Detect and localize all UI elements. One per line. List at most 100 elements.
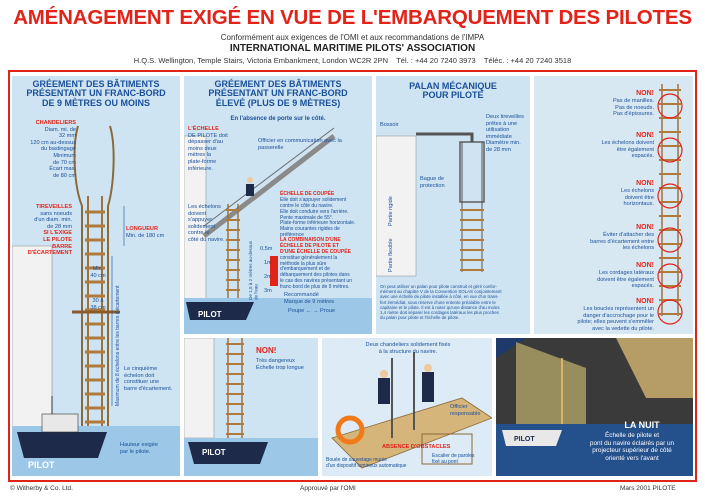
- note-line: Échelle de pilote et: [604, 432, 659, 439]
- note-line: Elle doit conduire vers l'arrière.: [280, 208, 349, 215]
- telephone: Tél. : +44 20 7240 3973: [396, 56, 476, 65]
- no-label: NON!: [636, 224, 654, 231]
- davit-label: Bossoir: [380, 122, 399, 128]
- note-line: Diam. mi. de: [44, 126, 76, 133]
- note-line: Plate-forme inférieure horizontale.: [280, 220, 356, 227]
- heading-line: GRÉEMENT DES BÂTIMENTS: [214, 79, 342, 89]
- note-line: TIREVEILLES: [35, 204, 72, 210]
- accommodation-ladder-note: ÉCHELLE DE COUPÉE Elle doit s'appuyer so…: [280, 191, 370, 239]
- note-line: s'appuyer: [188, 217, 213, 224]
- longueur-note: LONGUEUR Min. de 180 cm: [126, 226, 180, 239]
- note-line: Écart max.: [49, 166, 76, 173]
- note-line: mément au chapitre V de la Convention SO…: [380, 289, 502, 295]
- note-line: dépasser d'au: [188, 139, 223, 146]
- note-line: pilote; elles peuvent s'emmêler: [577, 319, 654, 326]
- fax: Téléc. : +44 20 7240 3518: [483, 56, 572, 65]
- note-line: horizontaux.: [623, 201, 654, 208]
- note-line: Les échelons doivent: [601, 140, 654, 147]
- note-line: Officier: [450, 404, 468, 410]
- note-line: Pente maximale de 55°.: [280, 214, 334, 221]
- heading-line: PALAN MÉCANIQUE: [409, 81, 497, 91]
- poster-frame: [8, 70, 697, 482]
- note-line: Recommandé: [284, 292, 319, 298]
- heading-line: DE 9 MÈTRES OU MOINS: [41, 97, 150, 108]
- too-long-note: Très dangereux Échelle trop longue: [256, 358, 316, 371]
- organisation-name: INTERNATIONAL MARITIME PILOTS' ASSOCIATI…: [229, 43, 476, 54]
- panel-night: LA NUIT Échelle de pilote et pont du nav…: [496, 338, 693, 476]
- note-line: Minimum: [53, 152, 76, 159]
- flexible-section-label: Partie flexible: [388, 238, 394, 272]
- note-line: CHANDELIERS: [35, 120, 76, 126]
- night-scene-icon: [496, 338, 693, 476]
- panel-2-heading: GRÉEMENT DES BÂTIMENTS PRÉSENTANT UN FRA…: [184, 79, 372, 108]
- note-line: constituer une: [124, 379, 160, 386]
- note-line: 120 cm au-dessus: [30, 139, 76, 146]
- no-label: NON!: [256, 346, 277, 355]
- tireveilles-note: TIREVEILLES sans noeuds d'un diam. min. …: [16, 204, 72, 257]
- note-line: les échelons: [622, 245, 654, 252]
- recommended-note: Recommandé Marque de 9 mètres: [284, 292, 364, 305]
- stanchions-note: Deux chandeliers solidement fixés à la s…: [338, 342, 478, 355]
- edition-note: Mars 2001 PILOTE: [620, 485, 676, 492]
- note-line: pont du navire éclairés par un: [589, 439, 675, 447]
- steps-note: Escalier de paroles fixé au pont: [432, 453, 492, 466]
- min-width-label: Min. 40 cm: [90, 266, 106, 279]
- manropes-note: Deux tireveilles prêtes à une utilisatio…: [486, 114, 530, 154]
- note-line: D'ÉCARTEMENT: [27, 250, 72, 257]
- note-line: côté du navire.: [188, 236, 225, 243]
- note-line: responsable: [450, 410, 481, 417]
- approval-note: Approuvé par l'OMI: [300, 485, 356, 492]
- rung-spacing-label: 30 à 38 cm: [90, 298, 106, 311]
- panel-wrong-practices: NON!Pas de manilles.Pas de noeuds.Pas d'…: [534, 76, 693, 334]
- panel-deck-access: Deux chandeliers solidement fixés à la s…: [322, 338, 492, 476]
- note-line: Bouée de sauvetage munie: [326, 457, 387, 463]
- note-line: barre d'écartement.: [124, 385, 173, 392]
- note-line: solidement: [188, 223, 216, 230]
- note-line: du palan pour pilote et l'échelle de pil…: [380, 315, 460, 321]
- note-line: avec une échelle de pilote installée à c…: [380, 294, 499, 300]
- note-line: fixé au pont: [432, 458, 458, 465]
- height-above-water-label: De 1,5 à 2 mètres au-dessus de l'eau: [248, 241, 259, 300]
- note-line: prêtes à une: [486, 120, 518, 127]
- fifth-rung-note: Le cinquième échelon doit constituer une…: [124, 366, 180, 392]
- poster-subtitle: Conformément aux exigences de l'OMI et a…: [220, 33, 485, 42]
- height-2m: 2m: [264, 274, 272, 280]
- night-note: Échelle de pilote et pont du navire écla…: [572, 432, 692, 462]
- height-1m: 1m: [264, 260, 272, 266]
- note-line: moins deux: [188, 145, 217, 152]
- officer-note: Officier en communication avec la passer…: [258, 138, 342, 151]
- note-line: Escalier de paroles: [432, 453, 475, 459]
- protection-ring-note: Bague de protection: [420, 176, 445, 189]
- ladder-icon: [12, 125, 180, 476]
- no-label: NON!: [636, 262, 654, 269]
- heading-line: POUR PILOTE: [422, 90, 484, 101]
- height-05m: 0,5m: [260, 246, 273, 252]
- rungs-note: Les échelons doivent s'appuyer solidemen…: [188, 204, 226, 244]
- panel-3-heading: PALAN MÉCANIQUE POUR PILOTE: [376, 81, 530, 101]
- note-line: immédiate: [486, 133, 512, 140]
- no-label: NON!: [636, 132, 654, 139]
- height-3m: 3m: [264, 288, 272, 294]
- copyright: © Witherby & Co. Ltd.: [10, 485, 73, 492]
- note-line: 32 mm: [58, 133, 76, 140]
- note-line: Éviter d'attacher des: [603, 232, 654, 239]
- no-door-note: En l'absence de porte sur le côté.: [230, 116, 326, 122]
- note-line: d'un dispositif lumineux automatique: [326, 462, 407, 469]
- note-line: 1,4 mètre doit séparer les cordages laté…: [380, 309, 499, 315]
- note-line: ÉCHELLE DE PILOTE ET: [280, 242, 339, 249]
- note-line: sans noeuds: [40, 210, 72, 217]
- night-heading: LA NUIT: [624, 420, 660, 430]
- note-line: être également: [616, 146, 654, 153]
- note-line: barres d'écartement entre: [590, 238, 654, 245]
- note-line: LONGUEUR: [126, 226, 159, 232]
- note-line: Elle doit s'appuyer solidement: [280, 196, 347, 203]
- note-line: Les échelons: [621, 188, 654, 195]
- heading-line: ÉLEVÉ (PLUS DE 9 MÈTRES): [215, 97, 341, 108]
- note-line: 30 à: [92, 298, 104, 304]
- note-line: inférieure.: [188, 165, 213, 172]
- panel-pilot-hoist: PALAN MÉCANIQUE POUR PILOTE Bossoir Deux…: [376, 76, 530, 334]
- note-line: constitue généralement la: [280, 254, 338, 261]
- note-line: Min. de 180 cm: [126, 232, 165, 239]
- pilot-boat-label: PILOT: [198, 310, 222, 319]
